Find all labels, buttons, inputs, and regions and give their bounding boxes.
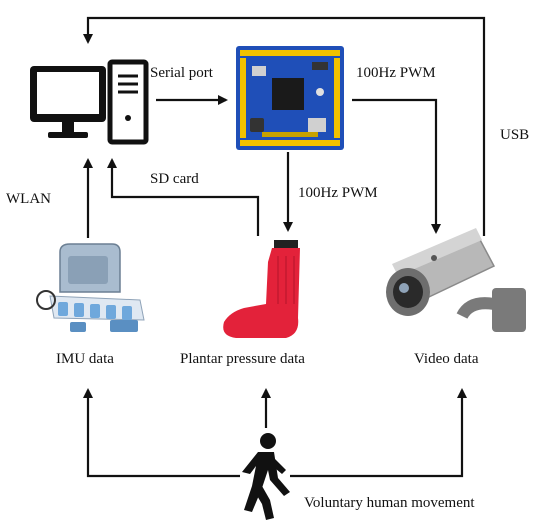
label-serial-port: Serial port (150, 65, 213, 81)
arrow-usb (83, 16, 486, 236)
pressure-insole-icon (223, 240, 300, 338)
label-imu-data: IMU data (56, 351, 114, 367)
label-video-data: Video data (414, 351, 479, 367)
label-wlan: WLAN (6, 191, 51, 207)
walking-person-icon (242, 433, 290, 520)
label-pwm-top: 100Hz PWM (356, 65, 436, 81)
computer-icon (30, 59, 149, 145)
arrows (83, 16, 486, 478)
label-voluntary-human-movement: Voluntary human movement (304, 495, 475, 511)
label-usb: USB (500, 127, 530, 143)
arrow-pwm-camera (352, 98, 441, 234)
label-plantar-pressure-data: Plantar pressure data (180, 351, 305, 367)
arrow-human-imu (83, 388, 240, 478)
camera-icon (386, 228, 526, 332)
imu-sensor-icon (36, 243, 145, 332)
microcontroller-board-icon (236, 46, 344, 150)
label-pwm-mid: 100Hz PWM (298, 185, 378, 201)
arrow-human-video (290, 388, 467, 478)
label-sd-card: SD card (150, 171, 199, 187)
arrow-sd-card (107, 158, 260, 236)
